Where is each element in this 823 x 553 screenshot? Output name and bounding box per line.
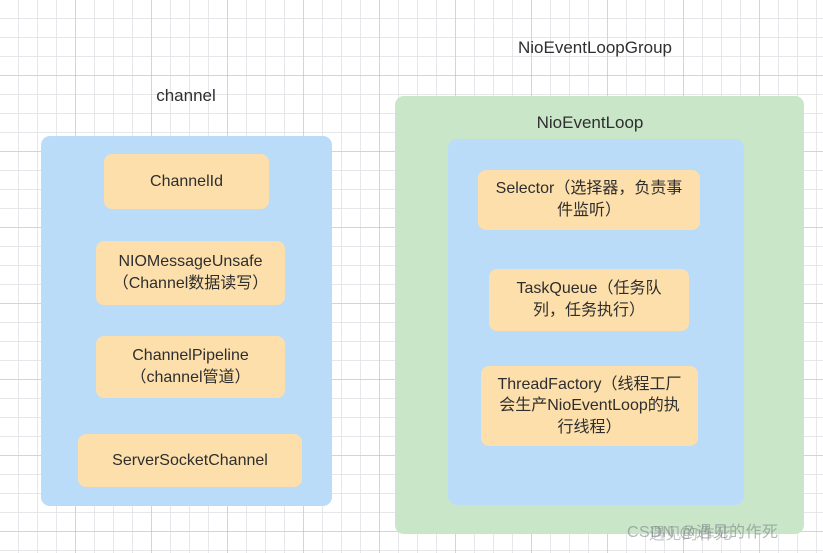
- nioeventloopgroup-title: NioEventLoopGroup: [517, 38, 673, 57]
- channel-item-channelid-label: ChannelId: [150, 172, 223, 190]
- csdn-watermark-name: 遇见的作死: [696, 524, 779, 541]
- nioeventloop-item-taskqueue[interactable]: TaskQueue（任务队 列，任务执行）: [489, 269, 689, 331]
- nioeventloop-item-selector-label: Selector（选择器，负责事 件监听）: [495, 180, 683, 219]
- channel-item-serversocketchannel[interactable]: ServerSocketChannel: [78, 434, 302, 487]
- csdn-watermark-ghost: 遇见的作死: [649, 526, 732, 543]
- nioeventloop-item-taskqueue-label: TaskQueue（任务队 列，任务执行）: [516, 280, 662, 319]
- channel-item-channelid[interactable]: ChannelId: [104, 154, 269, 209]
- nioeventloop-item-selector[interactable]: Selector（选择器，负责事 件监听）: [478, 170, 700, 230]
- channel-item-niomessageunsafe[interactable]: NIOMessageUnsafe （Channel数据读写）: [96, 241, 285, 305]
- nioeventloop-item-threadfactory-label: ThreadFactory（线程工厂 会生产NioEventLoop的执 行线程…: [497, 375, 682, 436]
- channel-item-niomessageunsafe-label: NIOMessageUnsafe （Channel数据读写）: [112, 253, 269, 292]
- nioeventloop-item-threadfactory[interactable]: ThreadFactory（线程工厂 会生产NioEventLoop的执 行线程…: [481, 366, 698, 446]
- nioeventloop-title: NioEventLoop: [536, 113, 644, 132]
- channel-item-channelpipeline-label: ChannelPipeline （channel管道）: [130, 347, 251, 386]
- channel-section-title: channel: [156, 86, 216, 105]
- channel-item-serversocketchannel-label: ServerSocketChannel: [112, 451, 268, 469]
- csdn-watermark-prefix: CSDN @: [627, 524, 697, 541]
- channel-item-channelpipeline[interactable]: ChannelPipeline （channel管道）: [96, 336, 285, 398]
- csdn-watermark: CSDN @遇见的作死 遇见的作死: [627, 518, 779, 543]
